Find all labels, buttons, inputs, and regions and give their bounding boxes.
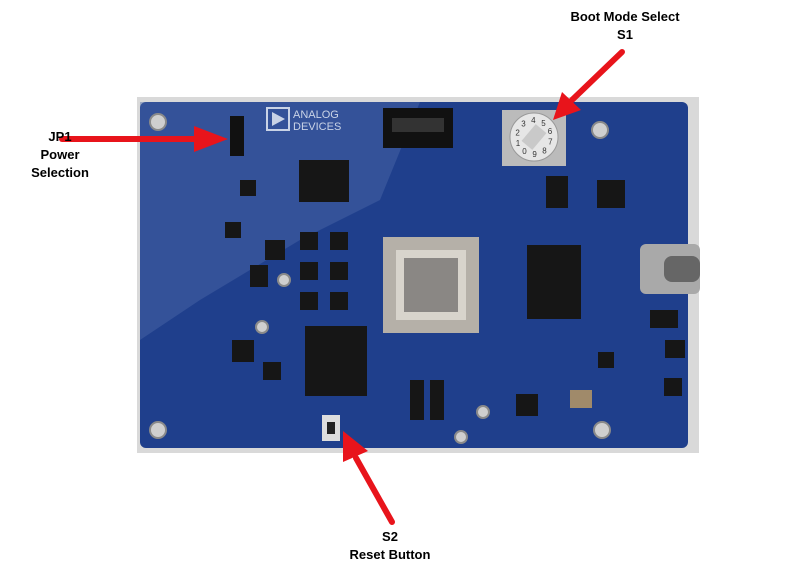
rotary-digit: 5 [541,119,546,128]
annotation-arrows [59,49,625,525]
board-glare [140,102,420,340]
power-line2: Selection [31,165,89,180]
rotary-digit: 3 [521,120,526,129]
rotary-digit: 1 [516,139,521,148]
logo-text-devices: DEVICES [293,121,341,133]
rotary-digit: 6 [548,127,553,136]
arrow-s2 [353,455,395,525]
rotary-digit: 7 [548,138,553,147]
power-line1: Power [40,147,80,162]
arrow-s1-head [553,92,581,120]
rotary-digit: 4 [531,116,536,125]
reset-title: Reset Button [349,547,431,562]
arrow-s2-head [343,431,368,462]
rotary-digit: 2 [515,128,520,137]
jp1-jumper [230,116,244,156]
boot-mode-title: Boot Mode Select [570,9,680,24]
arrow-s1 [569,49,625,103]
rotary-digit: 8 [542,146,547,155]
rotary-digit: 0 [522,147,527,156]
arrow-jp1-head [194,126,228,152]
analog-devices-logo: ANALOG DEVICES [266,107,341,133]
rotary-digit: 9 [532,150,537,159]
power-selection-label: JP1 Power Selection [20,128,100,182]
boot-mode-label: Boot Mode Select S1 [560,8,690,44]
rotary-switch-s1 [502,110,566,166]
reset-ref: S2 [382,529,398,544]
boot-mode-ref: S1 [617,27,633,42]
main-processor [383,237,479,333]
usb-c-connector [640,244,700,294]
reset-button-label: S2 Reset Button [330,528,450,564]
chips [225,160,685,420]
logo-text-analog: ANALOG [293,109,339,121]
header-connector [383,108,453,148]
power-ref: JP1 [48,129,72,144]
reset-button-s2 [322,415,340,441]
mounting-holes [149,113,611,444]
